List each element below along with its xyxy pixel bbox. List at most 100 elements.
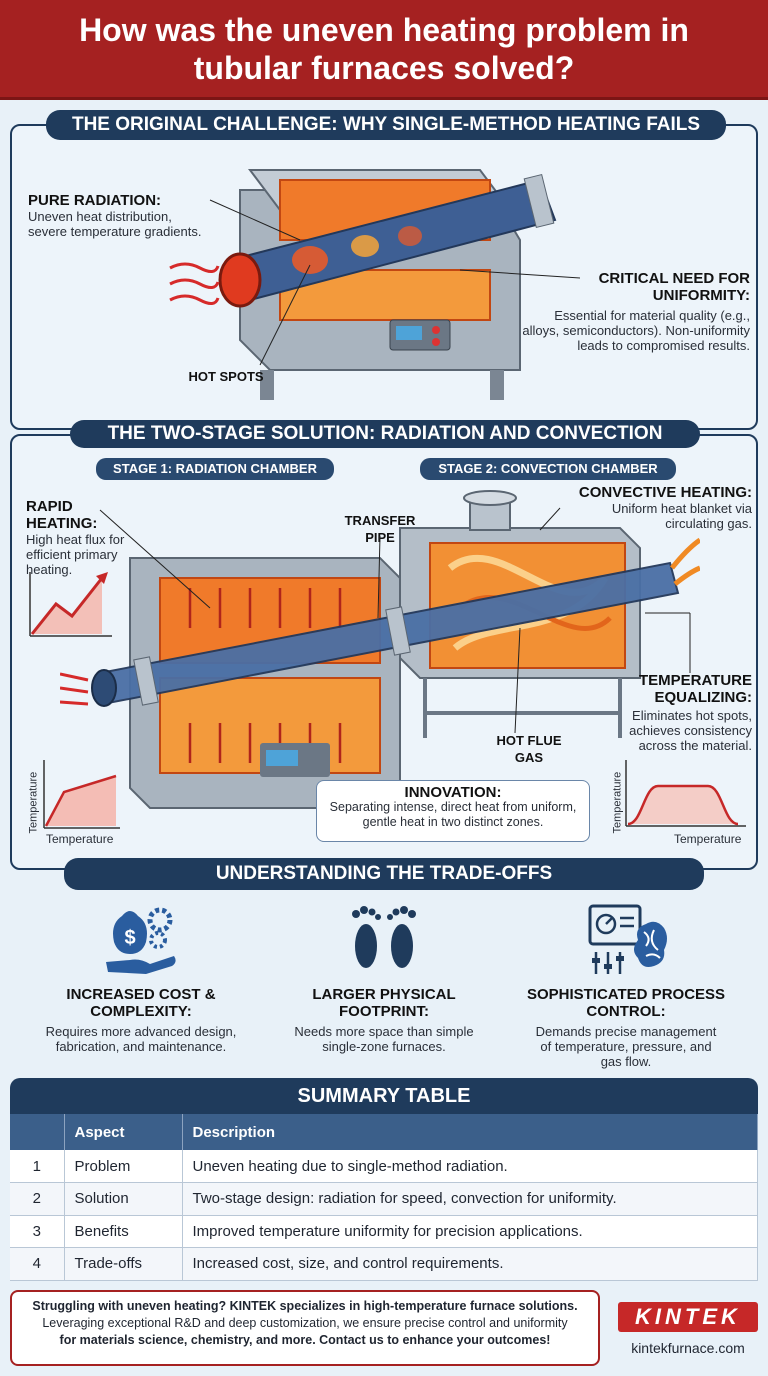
process-control-brain-icon bbox=[588, 904, 667, 974]
table-cell-description: Improved temperature uniformity for prec… bbox=[182, 1215, 758, 1248]
tradeoff-footprint-text: Needs more space than simple single-zone… bbox=[294, 1024, 474, 1054]
summary-heading: SUMMARY TABLE bbox=[10, 1078, 758, 1114]
table-cell-aspect: Problem bbox=[64, 1150, 183, 1183]
table-cell-aspect: Solution bbox=[64, 1182, 183, 1216]
pure-radiation-text: Uneven heat distribution, severe tempera… bbox=[28, 209, 202, 239]
heat-arrow bbox=[169, 262, 220, 273]
stage1-control-display bbox=[266, 750, 298, 766]
table-header-index bbox=[10, 1114, 65, 1150]
callout-line bbox=[209, 199, 301, 241]
footer-line-1: Struggling with uneven heating? KINTEK s… bbox=[32, 1299, 578, 1313]
tradeoffs-heading: UNDERSTANDING THE TRADE-OFFS bbox=[64, 858, 704, 890]
pure-radiation-label: PURE RADIATION: Uneven heat distribution… bbox=[28, 192, 208, 239]
hot-spot bbox=[292, 246, 328, 274]
rapid-heating-title: RAPID HEATING: bbox=[26, 498, 98, 532]
control-knob bbox=[432, 326, 440, 334]
radiation-arrows-down bbox=[188, 588, 342, 628]
table-header-aspect: Aspect bbox=[64, 1114, 183, 1150]
temperature-equalizing-label: TEMPERATURE EQUALIZING: Eliminates hot s… bbox=[590, 672, 752, 753]
kintek-logo[interactable]: KINTEK bbox=[618, 1302, 758, 1332]
challenge-heading: THE ORIGINAL CHALLENGE: WHY SINGLE-METHO… bbox=[46, 110, 726, 140]
pipe-flange bbox=[133, 656, 159, 706]
temperature-equalizing-title: TEMPERATURE EQUALIZING: bbox=[638, 672, 752, 706]
callout-line bbox=[539, 507, 561, 531]
single-furnace-illustration bbox=[169, 169, 580, 400]
table-row: 4 Trade-offs Increased cost, size, and c… bbox=[10, 1247, 758, 1281]
website-link[interactable]: kintekfurnace.com bbox=[631, 1340, 745, 1356]
tradeoff-cost-text: Requires more advanced design, fabricati… bbox=[45, 1024, 237, 1054]
tradeoff-footprint-title: LARGER PHYSICAL FOOTPRINT: bbox=[312, 986, 456, 1020]
table-header-row: Aspect Description bbox=[10, 1114, 758, 1150]
critical-need-label: CRITICAL NEED FOR UNIFORMITY: Essential … bbox=[520, 270, 750, 353]
table-cell-description: Two-stage design: radiation for speed, c… bbox=[182, 1182, 758, 1216]
rapid-heating-text: High heat flux for efficient primary hea… bbox=[26, 532, 125, 577]
tradeoff-cost: INCREASED COST & COMPLEXITY: Requires mo… bbox=[24, 986, 258, 1054]
tradeoff-process-control: SOPHISTICATED PROCESS CONTROL: Demands p… bbox=[520, 986, 732, 1069]
table-cell-aspect: Benefits bbox=[64, 1215, 183, 1248]
convection-chamber-frame bbox=[423, 678, 622, 738]
convection-temperature-graph bbox=[625, 760, 746, 827]
table-cell-index: 4 bbox=[10, 1247, 65, 1281]
page-title: How was the uneven heating problem in tu… bbox=[79, 11, 689, 86]
summary-table: Aspect Description 1 Problem Uneven heat… bbox=[10, 1114, 758, 1281]
furnace-leg bbox=[490, 370, 504, 400]
outlet-flame-arrow bbox=[673, 565, 700, 586]
stage2-label: STAGE 2: CONVECTION CHAMBER bbox=[420, 458, 676, 480]
table-row: 2 Solution Two-stage design: radiation f… bbox=[10, 1182, 758, 1216]
table-cell-index: 3 bbox=[10, 1215, 65, 1248]
hot-spot bbox=[351, 235, 379, 257]
footer-line-3: for materials science, chemistry, and mo… bbox=[59, 1333, 551, 1347]
money-gear-icon: $ bbox=[106, 907, 176, 974]
furnace-leg bbox=[260, 370, 274, 400]
temperature-equalizing-text: Eliminates hot spots, achieves consisten… bbox=[629, 708, 752, 753]
hot-spot bbox=[398, 226, 422, 246]
graph2-x-label: Temperature bbox=[674, 832, 742, 846]
pure-radiation-title: PURE RADIATION: bbox=[28, 192, 162, 209]
callout-line bbox=[514, 627, 521, 734]
convective-heating-title: CONVECTIVE HEATING: bbox=[578, 484, 752, 501]
table-header-description: Description bbox=[182, 1114, 758, 1150]
control-display bbox=[396, 326, 422, 340]
tradeoff-process-title: SOPHISTICATED PROCESS CONTROL: bbox=[526, 986, 726, 1020]
heat-arrow bbox=[169, 294, 220, 305]
tradeoff-cost-title: INCREASED COST & COMPLEXITY: bbox=[66, 986, 216, 1020]
critical-need-text: Essential for material quality (e.g., al… bbox=[522, 308, 750, 353]
callout-line bbox=[259, 264, 311, 366]
hot-flue-gas-label: HOT FLUE GAS bbox=[496, 733, 562, 765]
critical-need-title: CRITICAL NEED FOR UNIFORMITY: bbox=[598, 270, 750, 304]
solution-heading: THE TWO-STAGE SOLUTION: RADIATION AND CO… bbox=[70, 420, 700, 448]
innovation-box: INNOVATION: Separating intense, direct h… bbox=[316, 780, 590, 842]
radiation-temperature-graph bbox=[43, 760, 120, 829]
title-banner: How was the uneven heating problem in tu… bbox=[0, 0, 768, 100]
callout-line bbox=[377, 535, 381, 619]
table-cell-aspect: Trade-offs bbox=[64, 1247, 183, 1281]
pipe-inlet bbox=[91, 669, 117, 707]
table-cell-description: Uneven heating due to single-method radi… bbox=[182, 1150, 758, 1183]
footprint-icon bbox=[352, 906, 416, 968]
inlet-heat-arrows bbox=[60, 672, 89, 706]
innovation-title: INNOVATION: bbox=[404, 784, 502, 801]
footer-line-2: Leveraging exceptional R&D and deep cust… bbox=[42, 1316, 568, 1330]
hot-spots-label: HOT SPOTS bbox=[188, 369, 264, 384]
table-row: 3 Benefits Improved temperature uniformi… bbox=[10, 1215, 758, 1248]
rising-graph-icon bbox=[29, 572, 112, 637]
tradeoff-process-text: Demands precise management of temperatur… bbox=[535, 1024, 717, 1069]
control-knob bbox=[432, 338, 440, 346]
tube-end-cap bbox=[523, 173, 555, 229]
outlet-flame-arrow bbox=[670, 537, 700, 570]
rapid-heating-label: RAPID HEATING: High heat flux for effici… bbox=[26, 498, 146, 577]
exhaust-stack-top bbox=[463, 490, 517, 506]
graph1-y-label: Temperature bbox=[27, 771, 40, 834]
heat-arrow bbox=[169, 278, 220, 289]
pipe-flange bbox=[385, 606, 411, 656]
graph1-x-label: Temperature bbox=[46, 832, 114, 846]
convective-heating-text: Uniform heat blanket via circulating gas… bbox=[611, 501, 752, 531]
table-cell-index: 1 bbox=[10, 1150, 65, 1183]
innovation-text: Separating intense, direct heat from uni… bbox=[329, 800, 577, 829]
convective-heating-label: CONVECTIVE HEATING: Uniform heat blanket… bbox=[560, 484, 752, 531]
callout-line bbox=[459, 269, 580, 279]
two-stage-furnace-illustration bbox=[60, 490, 700, 809]
footer-promo-box: Struggling with uneven heating? KINTEK s… bbox=[10, 1290, 600, 1366]
furnace-lower-heating-zone bbox=[279, 269, 491, 321]
table-row: 1 Problem Uneven heating due to single-m… bbox=[10, 1150, 758, 1183]
